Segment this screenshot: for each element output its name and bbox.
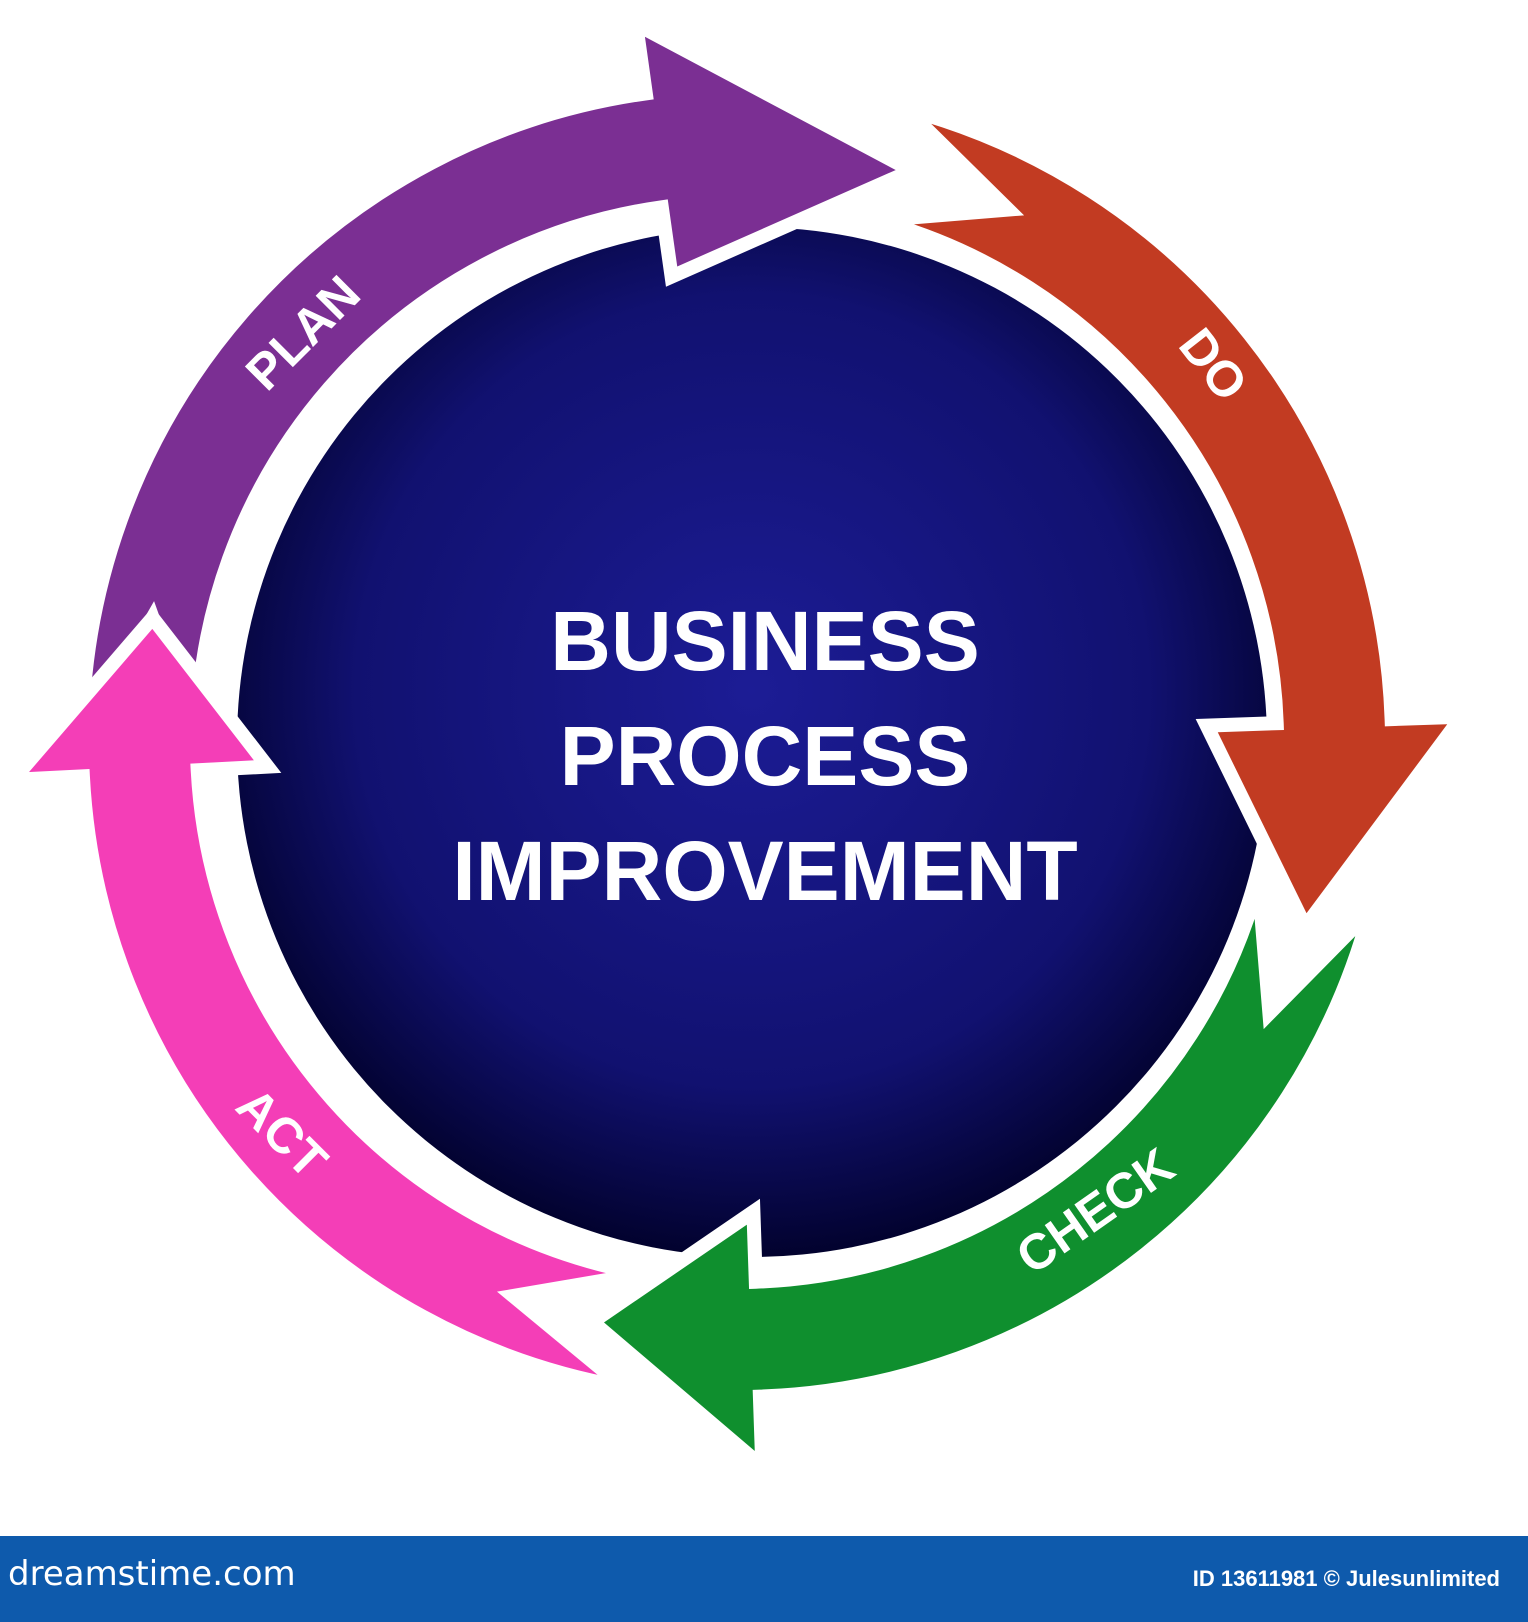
- center-title-line-3: IMPROVEMENT: [452, 824, 1077, 918]
- stage-arrow-act: [0, 606, 649, 1399]
- pdca-cycle-diagram: BUSINESS PROCESS IMPROVEMENT PLAN DO CHE…: [0, 11, 1476, 1483]
- stage-arrow-check: [580, 879, 1384, 1483]
- stage-arrow-do: [874, 95, 1476, 940]
- center-circle: [237, 227, 1267, 1257]
- center-title-line-2: PROCESS: [560, 709, 971, 803]
- footer-brand[interactable]: dreamstime.com: [8, 1554, 296, 1594]
- stage-arrow-plan: [74, 11, 928, 769]
- footer-credit: ID 13611981 © Julesunlimited: [1192, 1566, 1500, 1591]
- footer-bar: dreamstime.com ID 13611981 © Julesunlimi…: [0, 1536, 1528, 1622]
- center-title-line-1: BUSINESS: [550, 594, 979, 688]
